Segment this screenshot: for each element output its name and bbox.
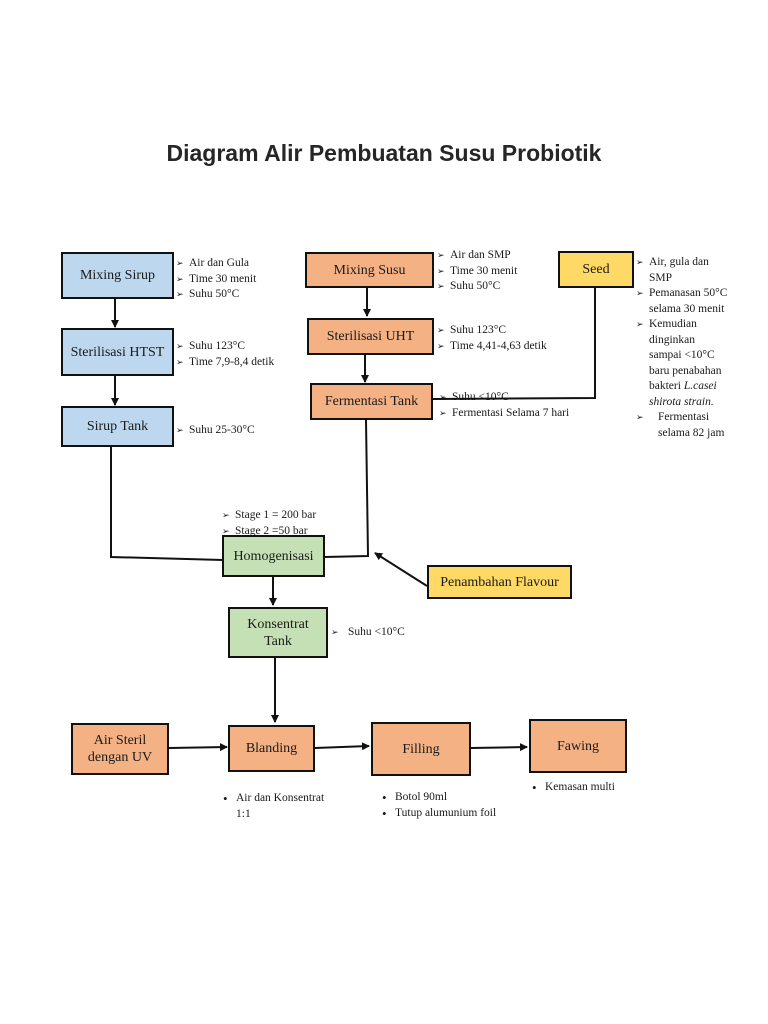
note-text: sampai <10°C — [649, 349, 715, 361]
node-label-line: Air Steril — [93, 733, 147, 748]
note-text: SMP — [649, 271, 673, 284]
node-label: Fermentasi Tank — [324, 394, 419, 409]
note-item: Air dan Gula — [176, 256, 256, 272]
bacteria-name: L.casei — [683, 380, 717, 392]
line-sirup-tank-to-homogenisasi — [110, 447, 224, 561]
note-mixing-sirup: Air dan Gula Time 30 menit Suhu 50°C — [176, 256, 256, 303]
note-item: Time 7,9-8,4 detik — [176, 355, 274, 371]
note-item: Suhu 25-30°C — [176, 423, 255, 439]
note-item: Suhu 123°C — [437, 323, 547, 339]
node-fermentasi-tank[interactable]: Fermentasi Tank — [310, 383, 433, 420]
note-text: Air, gula dan — [649, 256, 709, 268]
diagram-title: Diagram Alir Pembuatan Susu Probiotik — [166, 140, 602, 166]
arrow-filling-to-fawing — [470, 743, 528, 752]
node-penambahan-flavour[interactable]: Penambahan Flavour — [427, 565, 572, 599]
node-label: Sterilisasi HTST — [70, 344, 165, 360]
note-sterilisasi-htst: Suhu 123°C Time 7,9-8,4 detik — [176, 339, 274, 370]
note-item: Suhu 123°C — [176, 339, 274, 355]
note-item: Air dan SMP — [437, 248, 517, 264]
node-label: Seed — [582, 262, 610, 277]
note-text: baru penabahan — [649, 364, 722, 377]
note-item: Suhu <10°C — [439, 390, 569, 406]
node-label: Homogenisasi — [233, 548, 314, 564]
node-sterilisasi-htst[interactable]: Sterilisasi HTST — [61, 328, 174, 376]
note-text: Air dan Konsentrat — [236, 792, 325, 804]
line-fermentasi-to-homogenisasi — [324, 419, 370, 558]
note-item: Pemanasan 50°C selama 30 menit — [636, 286, 756, 317]
note-text: Kemudian — [649, 318, 697, 330]
note-seed: Air, gula dan SMP Pemanasan 50°C selama … — [636, 255, 756, 441]
node-seed[interactable]: Seed — [558, 251, 634, 288]
node-air-steril[interactable]: Air Steril dengan UV — [71, 723, 169, 775]
node-label: Mixing Susu — [333, 262, 406, 278]
node-konsentrat-tank[interactable]: Konsentrat Tank — [228, 607, 328, 658]
note-item: Suhu <10°C — [331, 625, 405, 641]
note-konsentrat-tank: Suhu <10°C — [331, 625, 405, 641]
node-label: Filling — [402, 741, 440, 757]
node-label-line: dengan UV — [87, 750, 153, 765]
note-item: Stage 1 = 200 bar — [222, 508, 316, 524]
note-mixing-susu: Air dan SMP Time 30 menit Suhu 50°C — [437, 248, 517, 295]
note-text: selama 82 jam — [658, 426, 725, 439]
note-text: Fermentasi — [658, 411, 710, 423]
node-mixing-susu[interactable]: Mixing Susu — [305, 252, 434, 288]
note-homogenisasi: Stage 1 = 200 bar Stage 2 =50 bar — [222, 508, 316, 539]
node-label: Mixing Sirup — [79, 268, 156, 283]
node-homogenisasi[interactable]: Homogenisasi — [222, 535, 325, 577]
note-item: Fermentasi selama 82 jam — [636, 410, 756, 441]
note-item: Tutup alumunium foil — [381, 806, 496, 822]
arrow-air-steril-to-blanding — [168, 743, 228, 752]
node-sirup-tank[interactable]: Sirup Tank — [61, 406, 174, 447]
node-label-line: Tank — [264, 633, 292, 649]
note-item: Air, gula dan SMP — [636, 255, 756, 286]
note-text: selama 30 menit — [649, 302, 725, 315]
node-label-line: Konsentrat — [247, 616, 309, 632]
node-mixing-sirup[interactable]: Mixing Sirup — [61, 252, 174, 299]
node-filling[interactable]: Filling — [371, 722, 471, 776]
node-label: Penambahan Flavour — [440, 574, 559, 590]
note-item: Kemasan multi — [531, 780, 615, 796]
node-sterilisasi-uht[interactable]: Sterilisasi UHT — [307, 318, 434, 355]
arrow-flavour-to-homogenisasi — [374, 552, 428, 587]
node-label: Sterilisasi UHT — [326, 329, 415, 344]
note-item: Stage 2 =50 bar — [222, 524, 316, 540]
node-label: Sirup Tank — [86, 419, 149, 434]
note-text: dinginkan — [649, 333, 695, 346]
note-fermentasi-tank: Suhu <10°C Fermentasi Selama 7 hari — [439, 390, 569, 421]
note-item: Suhu 50°C — [176, 287, 256, 303]
bacteria-strain: shirota strain. — [649, 395, 714, 408]
note-text: 1:1 — [236, 807, 251, 820]
note-sterilisasi-uht: Suhu 123°C Time 4,41-4,63 detik — [437, 323, 547, 354]
node-label: Fawing — [557, 738, 599, 754]
note-item: Time 4,41-4,63 detik — [437, 339, 547, 355]
node-label: Air Steril dengan UV — [88, 732, 152, 766]
node-label: Blanding — [245, 741, 298, 756]
note-text: bakteri — [649, 380, 684, 392]
node-label: Konsentrat Tank — [247, 616, 308, 650]
node-blanding[interactable]: Blanding — [228, 725, 315, 772]
note-item: Time 30 menit — [437, 264, 517, 280]
note-text: Pemanasan 50°C — [649, 287, 728, 299]
note-item: Air dan Konsentrat 1:1 — [222, 791, 324, 822]
note-blanding: Air dan Konsentrat 1:1 — [222, 791, 324, 822]
note-item: Fermentasi Selama 7 hari — [439, 406, 569, 422]
note-filling: Botol 90ml Tutup alumunium foil — [381, 790, 496, 821]
note-item: Suhu 50°C — [437, 279, 517, 295]
note-sirup-tank: Suhu 25-30°C — [176, 423, 255, 439]
note-item: Time 30 menit — [176, 272, 256, 288]
arrow-blanding-to-filling — [314, 742, 370, 751]
node-fawing[interactable]: Fawing — [529, 719, 627, 773]
note-item: Botol 90ml — [381, 790, 496, 806]
note-fawing: Kemasan multi — [531, 780, 615, 796]
note-item: Kemudian dinginkan sampai <10°C baru pen… — [636, 317, 756, 410]
